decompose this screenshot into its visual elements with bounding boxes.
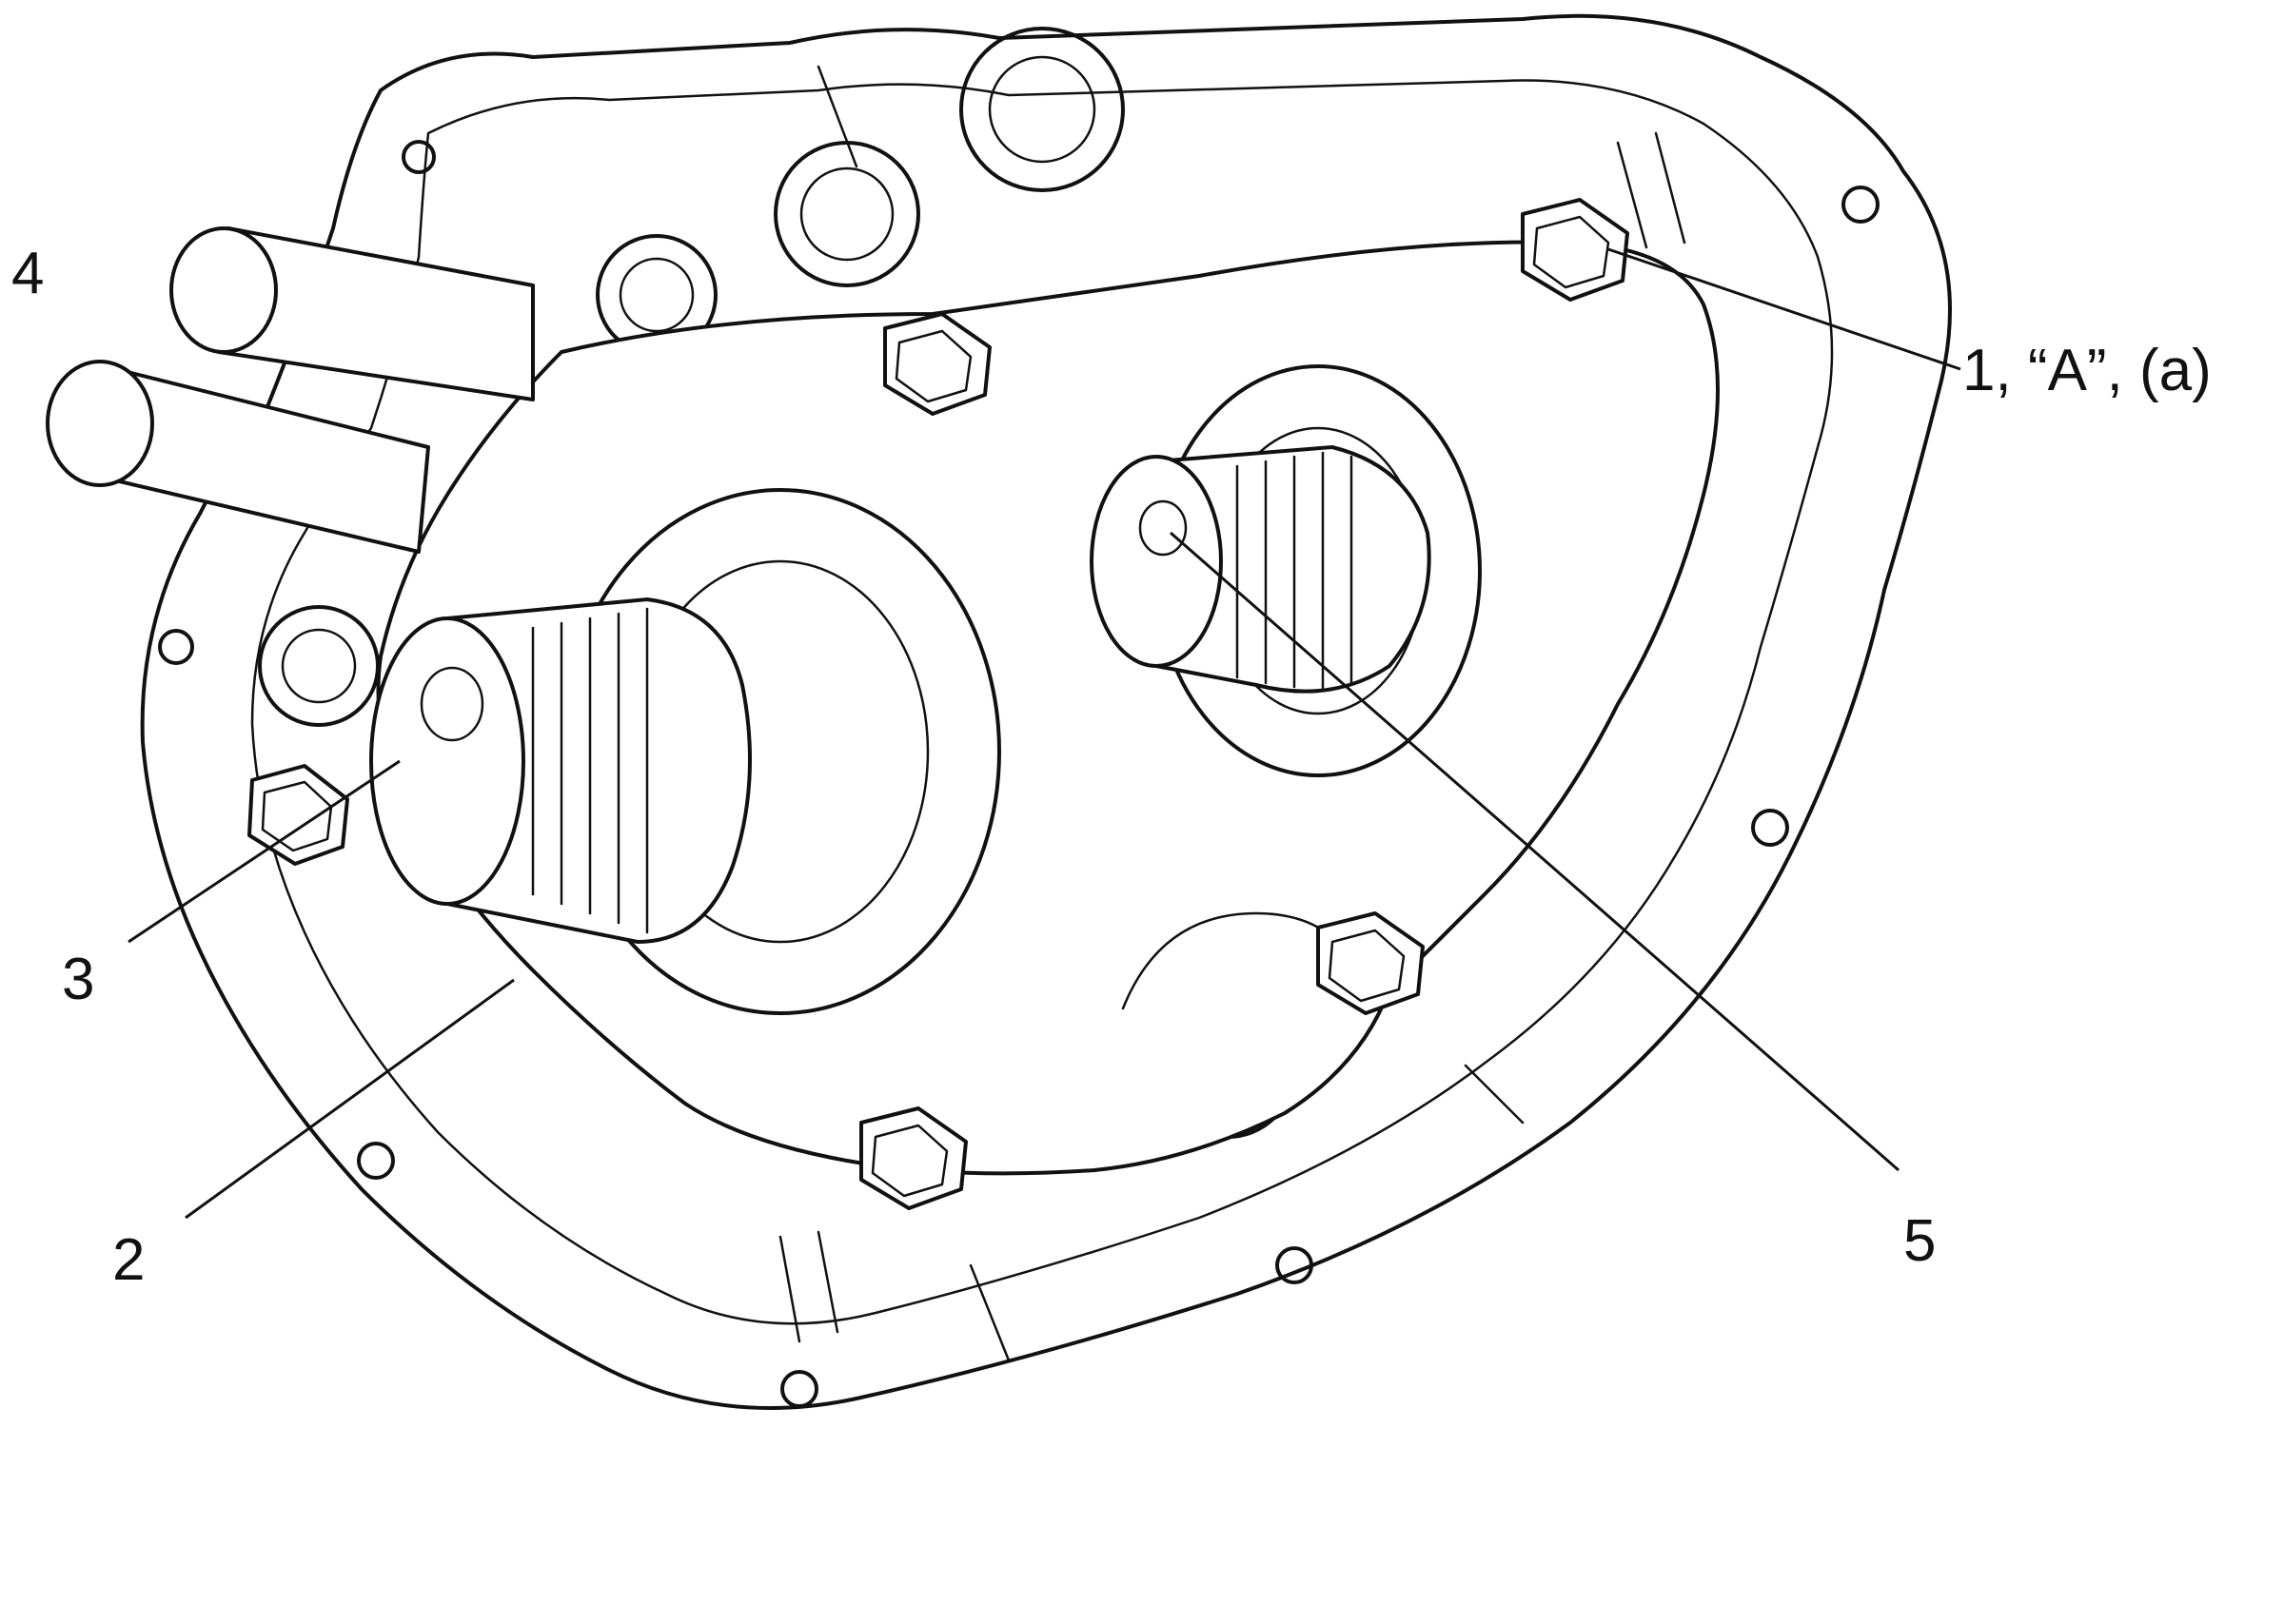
callout-2: 2: [112, 1227, 145, 1293]
callout-5: 5: [1903, 1208, 1936, 1274]
callout-1: 1, “A”, (a): [1962, 338, 2212, 403]
bolt-lower-left: [247, 764, 349, 866]
bolt-upper-right: [1521, 198, 1629, 302]
cover-bolts: [247, 198, 1629, 1210]
housing-inner-face: [250, 79, 1834, 1325]
callout-4: 4: [11, 241, 44, 306]
callout-3: 3: [62, 947, 94, 1012]
output-shaft-main: [369, 488, 1001, 1015]
leader-lines: [128, 247, 1961, 1220]
guide-pins: [46, 226, 535, 554]
bolt-lower-right: [1316, 911, 1425, 1015]
bolt-bottom-center: [859, 1106, 968, 1210]
housing-ribs: [778, 65, 1686, 1362]
guide-pin-upper: [169, 226, 535, 401]
guide-pin-lower: [46, 360, 430, 554]
bolt-upper-center: [883, 312, 992, 416]
output-shaft-secondary: [1090, 364, 1482, 777]
flange-bolt-holes: [158, 140, 1880, 1408]
